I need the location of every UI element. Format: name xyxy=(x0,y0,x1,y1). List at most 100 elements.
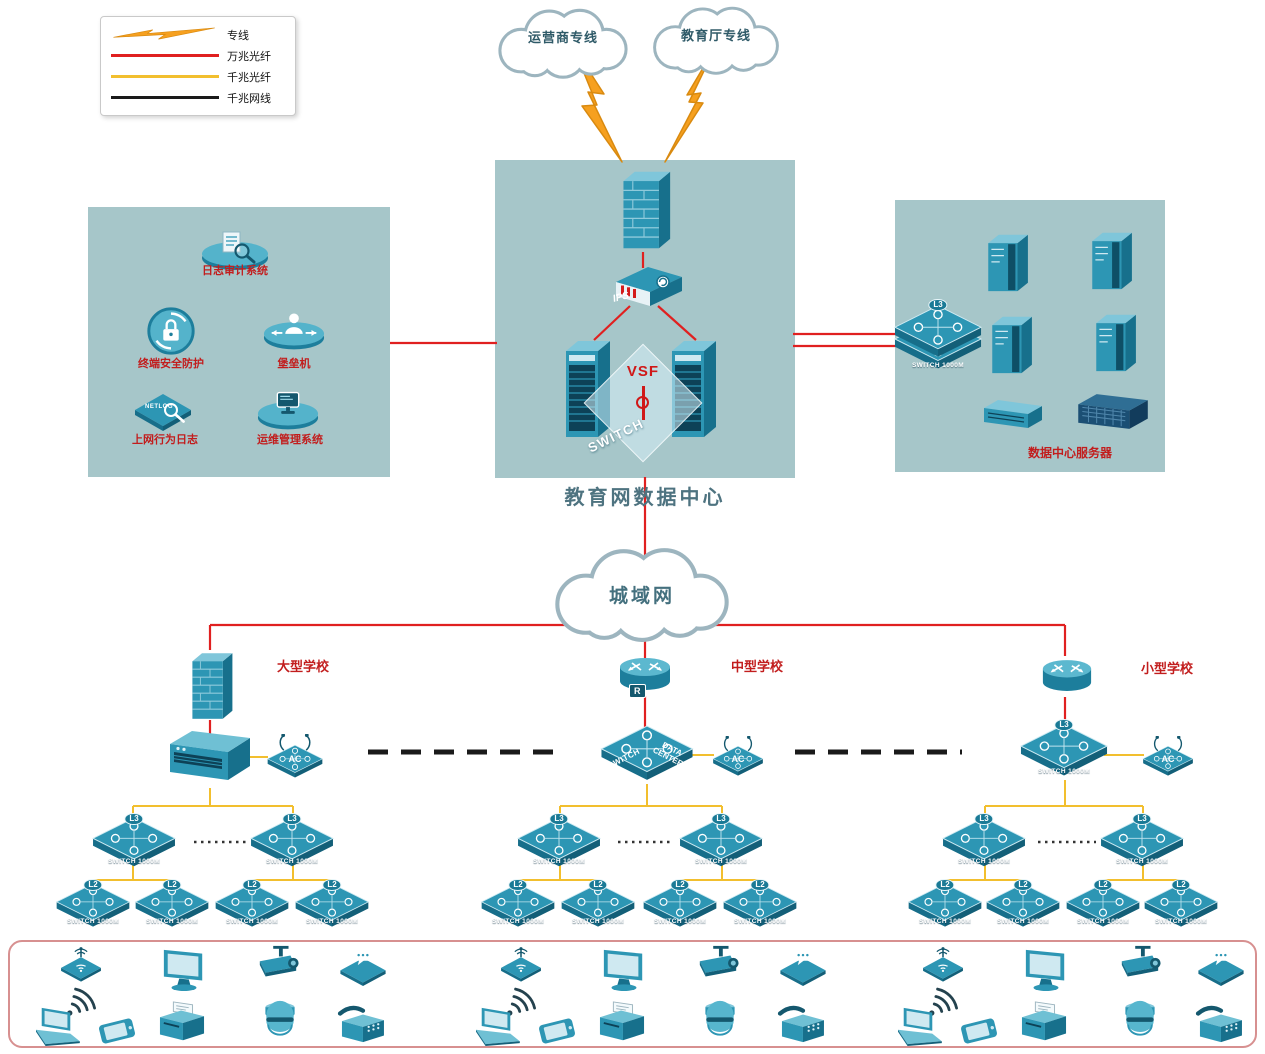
printer-icon xyxy=(598,1000,646,1042)
ops-mgmt-label: 运维管理系统 xyxy=(257,434,323,446)
lightning-icon xyxy=(113,27,215,40)
dome-camera-icon xyxy=(704,1000,736,1036)
server-rack-icon xyxy=(1077,393,1149,430)
core-firewall-icon xyxy=(622,171,671,249)
netlog-badge: NETLOG xyxy=(145,404,173,410)
printer-icon xyxy=(158,1000,206,1042)
laptop-icon xyxy=(898,1007,942,1046)
datacenter-title: 教育网数据中心 xyxy=(564,487,726,509)
switch-model-label: SWITCH 1000M xyxy=(996,918,1050,925)
dome-camera-icon xyxy=(1124,1000,1156,1036)
log-audit-label: 日志审计系统 xyxy=(202,265,268,277)
switch-model-label: SWITCH 1000M xyxy=(1115,858,1169,865)
switch-model-label: SWITCH 1000M xyxy=(1154,918,1208,925)
switch-model-label: SWITCH 1000M xyxy=(733,918,787,925)
netlog-label: 上网行为日志 xyxy=(132,434,198,446)
ac-controller: AC xyxy=(712,736,764,778)
legend-label: 专线 xyxy=(227,29,249,42)
legend-item: 千兆网线 xyxy=(111,87,285,108)
l3-badge: L3 xyxy=(928,299,948,311)
switch-model-label: SWITCH 1000M xyxy=(145,918,199,925)
switch-model-label: SWITCH 1000M xyxy=(918,918,972,925)
fax-phone-icon xyxy=(334,1004,390,1046)
dome-camera-icon xyxy=(264,1000,296,1036)
wireless-ap-icon xyxy=(922,946,964,983)
ac-controller: AC xyxy=(1142,736,1194,778)
school-label-small: 小型学校 xyxy=(1140,661,1193,676)
chat-terminal-icon xyxy=(780,949,826,986)
legend-item: 专线 xyxy=(111,24,285,45)
school-firewall-icon xyxy=(191,652,233,720)
fax-phone-icon xyxy=(1192,1004,1248,1046)
laptop-icon xyxy=(36,1007,80,1046)
core-switch: SWITCH DATA CENTER xyxy=(599,724,695,784)
router-badge: R xyxy=(629,684,646,698)
switch-model-label: SWITCH 1000M xyxy=(653,918,707,925)
vsf-label: VSF xyxy=(626,363,660,380)
switch-model-label: SWITCH 1000M xyxy=(265,858,319,865)
bastion-host-label: 堡垒机 xyxy=(277,358,311,370)
line-sample-1g-fiber xyxy=(111,75,219,78)
server-tower-icon xyxy=(1091,232,1133,290)
ptz-camera-icon xyxy=(1121,945,1161,977)
server-tower-icon xyxy=(1095,314,1137,372)
wireless-ap-icon xyxy=(500,946,542,983)
endpoint-security-label: 终端安全防护 xyxy=(138,358,204,370)
switch-model-label: SWITCH 1000M xyxy=(694,858,748,865)
wireless-ap-icon xyxy=(60,946,102,983)
endpoint-security-icon xyxy=(147,307,195,355)
legend-label: 万兆光纤 xyxy=(227,50,271,63)
ptz-camera-icon xyxy=(699,945,739,977)
chat-terminal-icon xyxy=(1198,949,1244,986)
server-tower-icon xyxy=(987,234,1029,292)
ac-label: AC xyxy=(1161,754,1175,764)
desktop-icon xyxy=(1025,949,1065,992)
vsf-ring xyxy=(636,396,649,409)
line-sample-10g xyxy=(111,54,219,57)
legend-label: 千兆网线 xyxy=(227,92,271,105)
switch-model-label: SWITCH 1000M xyxy=(225,918,279,925)
bastion-host-icon xyxy=(262,312,326,351)
carrier-cloud-label: 运营商专线 xyxy=(527,30,598,45)
smartphone-icon xyxy=(960,1017,998,1045)
server-tower-icon xyxy=(991,316,1033,374)
router-icon xyxy=(1042,659,1092,692)
switch-model-label: SWITCH 1000M xyxy=(571,918,625,925)
server-zone-label: 数据中心服务器 xyxy=(1027,446,1112,460)
switch-model-label: SWITCH 1000M xyxy=(1037,768,1091,775)
ptz-camera-icon xyxy=(259,945,299,977)
smartphone-icon xyxy=(98,1017,136,1045)
datacenter-switch: L3 SWITCH 1000M xyxy=(893,299,983,374)
ac-controller: AC xyxy=(266,734,324,780)
ops-mgmt-icon xyxy=(257,391,319,431)
switch-model-label: SWITCH 1000M xyxy=(491,918,545,925)
switch-model-label: SWITCH 1000M xyxy=(957,858,1011,865)
smartphone-icon xyxy=(538,1017,576,1045)
education-cloud-label: 教育厅专线 xyxy=(680,28,751,43)
legend: 专线 万兆光纤 千兆光纤 千兆网线 xyxy=(100,16,296,116)
legend-item: 万兆光纤 xyxy=(111,45,285,66)
school-label-medium: 中型学校 xyxy=(730,659,783,674)
laptop-icon xyxy=(476,1007,520,1046)
server-rack-icon xyxy=(983,399,1043,429)
switch-model-label: SWITCH 1000M xyxy=(305,918,359,925)
storage-server-icon xyxy=(169,730,251,781)
school-label-large: 大型学校 xyxy=(276,659,329,674)
switch-model-label: SWITCH 1000M xyxy=(66,918,120,925)
